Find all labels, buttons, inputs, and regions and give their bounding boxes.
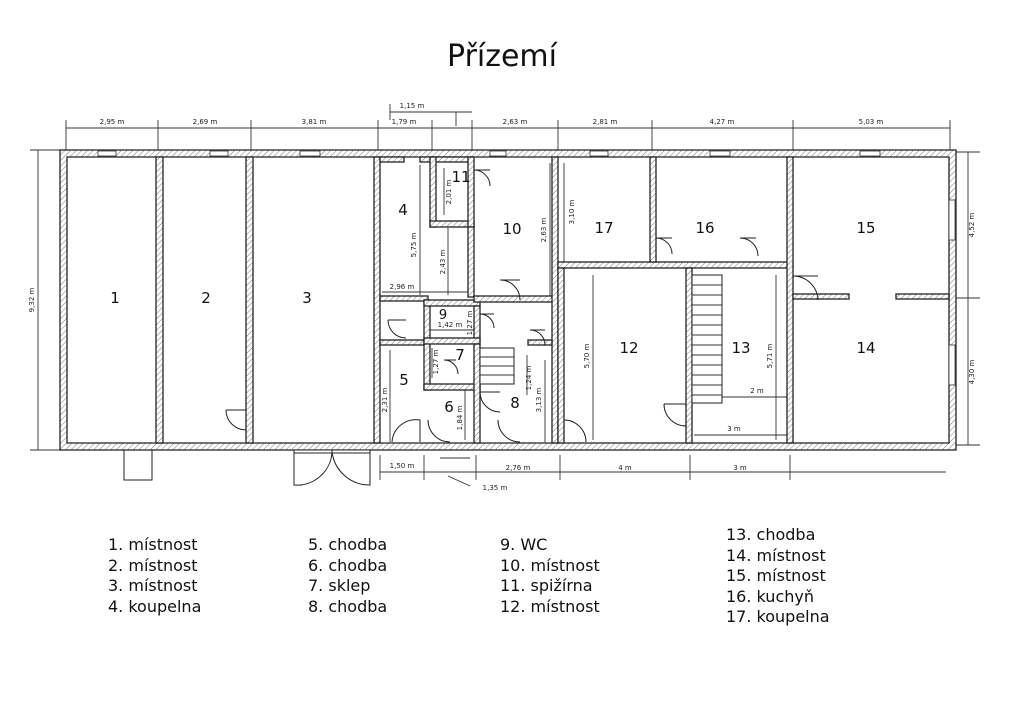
dimension-labels: 2,95 m 2,69 m 3,81 m 1,79 m 1,15 m 2,63 …: [28, 102, 976, 492]
dim-231: 2,31 m: [381, 388, 389, 413]
legend-item: 1. místnost: [108, 535, 198, 554]
dim-bottom-4: 4 m: [618, 464, 632, 472]
legend-item: 8. chodba: [308, 596, 388, 616]
dim-top-6: 2,63 m: [503, 118, 528, 126]
legend-item: 7. sklep: [308, 576, 371, 595]
dim-570: 5,70 m: [583, 344, 591, 369]
room-label-10: 10: [502, 220, 521, 238]
dim-201: 2,01 m: [445, 180, 453, 205]
dim-bottom-2: 1,35 m: [483, 484, 508, 492]
dim-243: 2,43 m: [439, 250, 447, 275]
legend-item: 16. kuchyň: [726, 586, 814, 606]
room-label-14: 14: [856, 339, 875, 357]
room-label-7: 7: [455, 346, 465, 364]
dimension-lines: [30, 104, 980, 487]
doors: [123, 169, 819, 486]
legend-column-2: 5. chodba 6. chodba 7. sklep 8. chodba: [308, 535, 387, 617]
room-label-3: 3: [302, 289, 312, 307]
windows: [97, 150, 956, 386]
room-label-12: 12: [619, 339, 638, 357]
room-labels: 1 2 3 4 5 6 7 8 9 10 11 12 13 14 15 16 1…: [110, 168, 875, 416]
room-label-17: 17: [594, 219, 613, 237]
legend-item: 3. místnost: [108, 576, 198, 595]
dim-127-b: 1,27 m: [432, 350, 440, 375]
legend-item: 14. místnost: [726, 545, 826, 565]
room-label-13: 13: [731, 339, 750, 357]
room-label-6: 6: [444, 398, 454, 416]
room-label-5: 5: [399, 371, 409, 389]
dim-top-7: 2,81 m: [593, 118, 618, 126]
room-label-8: 8: [510, 394, 520, 412]
legend-item: 9. WC: [500, 535, 548, 554]
legend-item: 6. chodba: [308, 555, 388, 575]
dim-top-8: 4,27 m: [710, 118, 735, 126]
dim-right-upper: 4,52 m: [968, 213, 976, 238]
room-label-11: 11: [451, 168, 470, 186]
dim-top-9: 5,03 m: [859, 118, 884, 126]
dim-left: 9,32 m: [28, 288, 36, 313]
room-label-4: 4: [398, 201, 408, 219]
dim-3m: 3 m: [727, 425, 741, 433]
legend-item: 11. spižírna: [500, 576, 593, 595]
dim-313: 3,13 m: [535, 388, 543, 413]
room-label-2: 2: [201, 289, 211, 307]
legend-column-4: 13. chodba 14. místnost 15. místnost 16.…: [726, 525, 830, 628]
dim-142: 1,42 m: [438, 321, 463, 329]
room-label-15: 15: [856, 219, 875, 237]
walls: [59, 149, 957, 451]
dim-124: 1,24 m: [525, 366, 533, 391]
room-label-16: 16: [695, 219, 714, 237]
legend-item: 12. místnost: [500, 596, 600, 616]
legend-item: 17. koupelna: [726, 607, 830, 626]
legend-column-1: 1. místnost 2. místnost 3. místnost 4. k…: [108, 535, 201, 617]
dim-bottom-3: 2,76 m: [506, 464, 531, 472]
dim-top-3: 3,81 m: [302, 118, 327, 126]
plan-title: Přízemí: [447, 39, 559, 74]
dim-127-a: 1,27 m: [466, 311, 474, 336]
dim-296: 2,96 m: [390, 283, 415, 291]
legend-item: 15. místnost: [726, 566, 826, 585]
dim-bottom-5: 3 m: [733, 464, 747, 472]
dim-top-1: 2,95 m: [100, 118, 125, 126]
dim-top-4: 1,79 m: [392, 118, 417, 126]
legend-item: 4. koupelna: [108, 596, 202, 616]
dim-top-5: 1,15 m: [400, 102, 425, 110]
dim-310: 3,10 m: [568, 200, 576, 225]
room-label-1: 1: [110, 289, 120, 307]
legend-item: 2. místnost: [108, 555, 198, 575]
dim-bottom-1: 1,50 m: [390, 462, 415, 470]
legend-column-3: 9. WC 10. místnost 11. spižírna 12. míst…: [500, 535, 600, 617]
legend-item: 10. místnost: [500, 555, 600, 575]
dim-right-lower: 4,30 m: [968, 360, 976, 385]
dim-263: 2,63 m: [540, 218, 548, 243]
room-label-9: 9: [439, 308, 447, 323]
dim-184: 1,84 m: [456, 406, 464, 431]
legend-item: 13. chodba: [726, 525, 816, 544]
dim-top-2: 2,69 m: [193, 118, 218, 126]
legend-item: 5. chodba: [308, 535, 388, 554]
stairs: [479, 274, 723, 404]
dim-2m: 2 m: [750, 387, 764, 395]
dim-575: 5,75 m: [410, 233, 418, 258]
dim-571: 5,71 m: [766, 344, 774, 369]
